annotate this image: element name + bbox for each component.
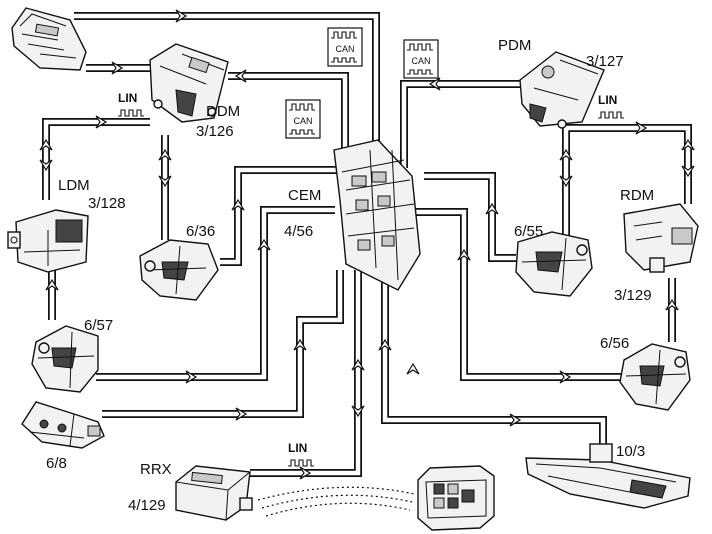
ddm-module-illustration [149,43,229,123]
pdm-name-label: PDM [498,37,531,54]
arrow-right [235,407,248,421]
cem-ref-label: 4/56 [284,223,313,240]
can-bus-symbol: CAN [403,39,439,79]
unlock-button-icon [447,483,459,495]
can-label: CAN [293,116,312,126]
window-switch-pack-illustration [11,7,87,71]
rdm-name-label: RDM [620,187,654,204]
handle-10-3-label: 10/3 [616,443,645,460]
lin-label: LIN [288,441,307,455]
rrx-receiver-illustration [175,465,253,521]
cem-module-illustration [333,139,421,291]
cem-name-label: CEM [288,187,321,204]
lin-label: LIN [118,91,137,105]
arrow-left [234,69,247,83]
panic-button-icon [447,497,459,509]
lock-6-56-label: 6/56 [600,335,629,352]
switch-6-8-illustration [21,401,105,449]
light-button-icon [433,497,445,509]
arrow-right [509,413,522,427]
ldm-module-illustration [7,209,89,273]
lin-bus-symbol: LIN [288,441,314,467]
lin-bus-symbol: LIN [598,93,624,119]
door-handle-10-3-illustration [525,443,691,509]
arrow-right [95,115,108,129]
lock-6-57-label: 6/57 [84,317,113,334]
rdm-module-illustration [623,203,699,273]
door-lock-6-55-illustration [515,231,593,297]
rrx-ref-label: 4/129 [128,497,166,514]
arrow-vertical [39,138,695,418]
wireless-signal [257,486,415,517]
lock-6-36-label: 6/36 [186,223,215,240]
pdm-module-illustration [519,51,605,129]
ddm-name-label: DDM [206,103,240,120]
arrow-left [428,77,441,91]
lock-button-icon [433,483,445,495]
arrow-right [185,370,198,384]
ldm-ref-label: 3/128 [88,195,126,212]
lock-6-55-label: 6/55 [514,223,543,240]
module-labels: DDM 3/126 PDM 3/127 LDM 3/128 RDM 3/129 … [58,37,654,514]
ldm-name-label: LDM [58,177,90,194]
arrow-right [111,61,124,75]
ddm-ref-label: 3/126 [196,123,234,140]
arrow-right [635,121,648,135]
door-lock-6-36-illustration [139,239,219,301]
can-bus-symbol: CAN [327,27,363,67]
switch-6-8-label: 6/8 [46,455,67,472]
rrx-name-label: RRX [140,461,172,478]
arrow-right [559,370,572,384]
signal-arrows [39,9,695,480]
remote-key-illustration [417,465,495,531]
arrow-right [299,466,312,480]
door-lock-6-56-illustration [619,343,691,411]
can-bus-symbol: CAN [285,99,321,139]
lin-bus-symbol: LIN [118,91,144,117]
can-label: CAN [335,44,354,54]
lin-label: LIN [598,93,617,107]
can-label: CAN [411,56,430,66]
rdm-ref-label: 3/129 [614,287,652,304]
component-labels: 6/36 6/55 6/57 6/56 6/8 10/3 [46,223,645,472]
pdm-ref-label: 3/127 [586,53,624,70]
arrow-right [175,9,188,23]
door-lock-6-57-illustration [31,325,99,393]
